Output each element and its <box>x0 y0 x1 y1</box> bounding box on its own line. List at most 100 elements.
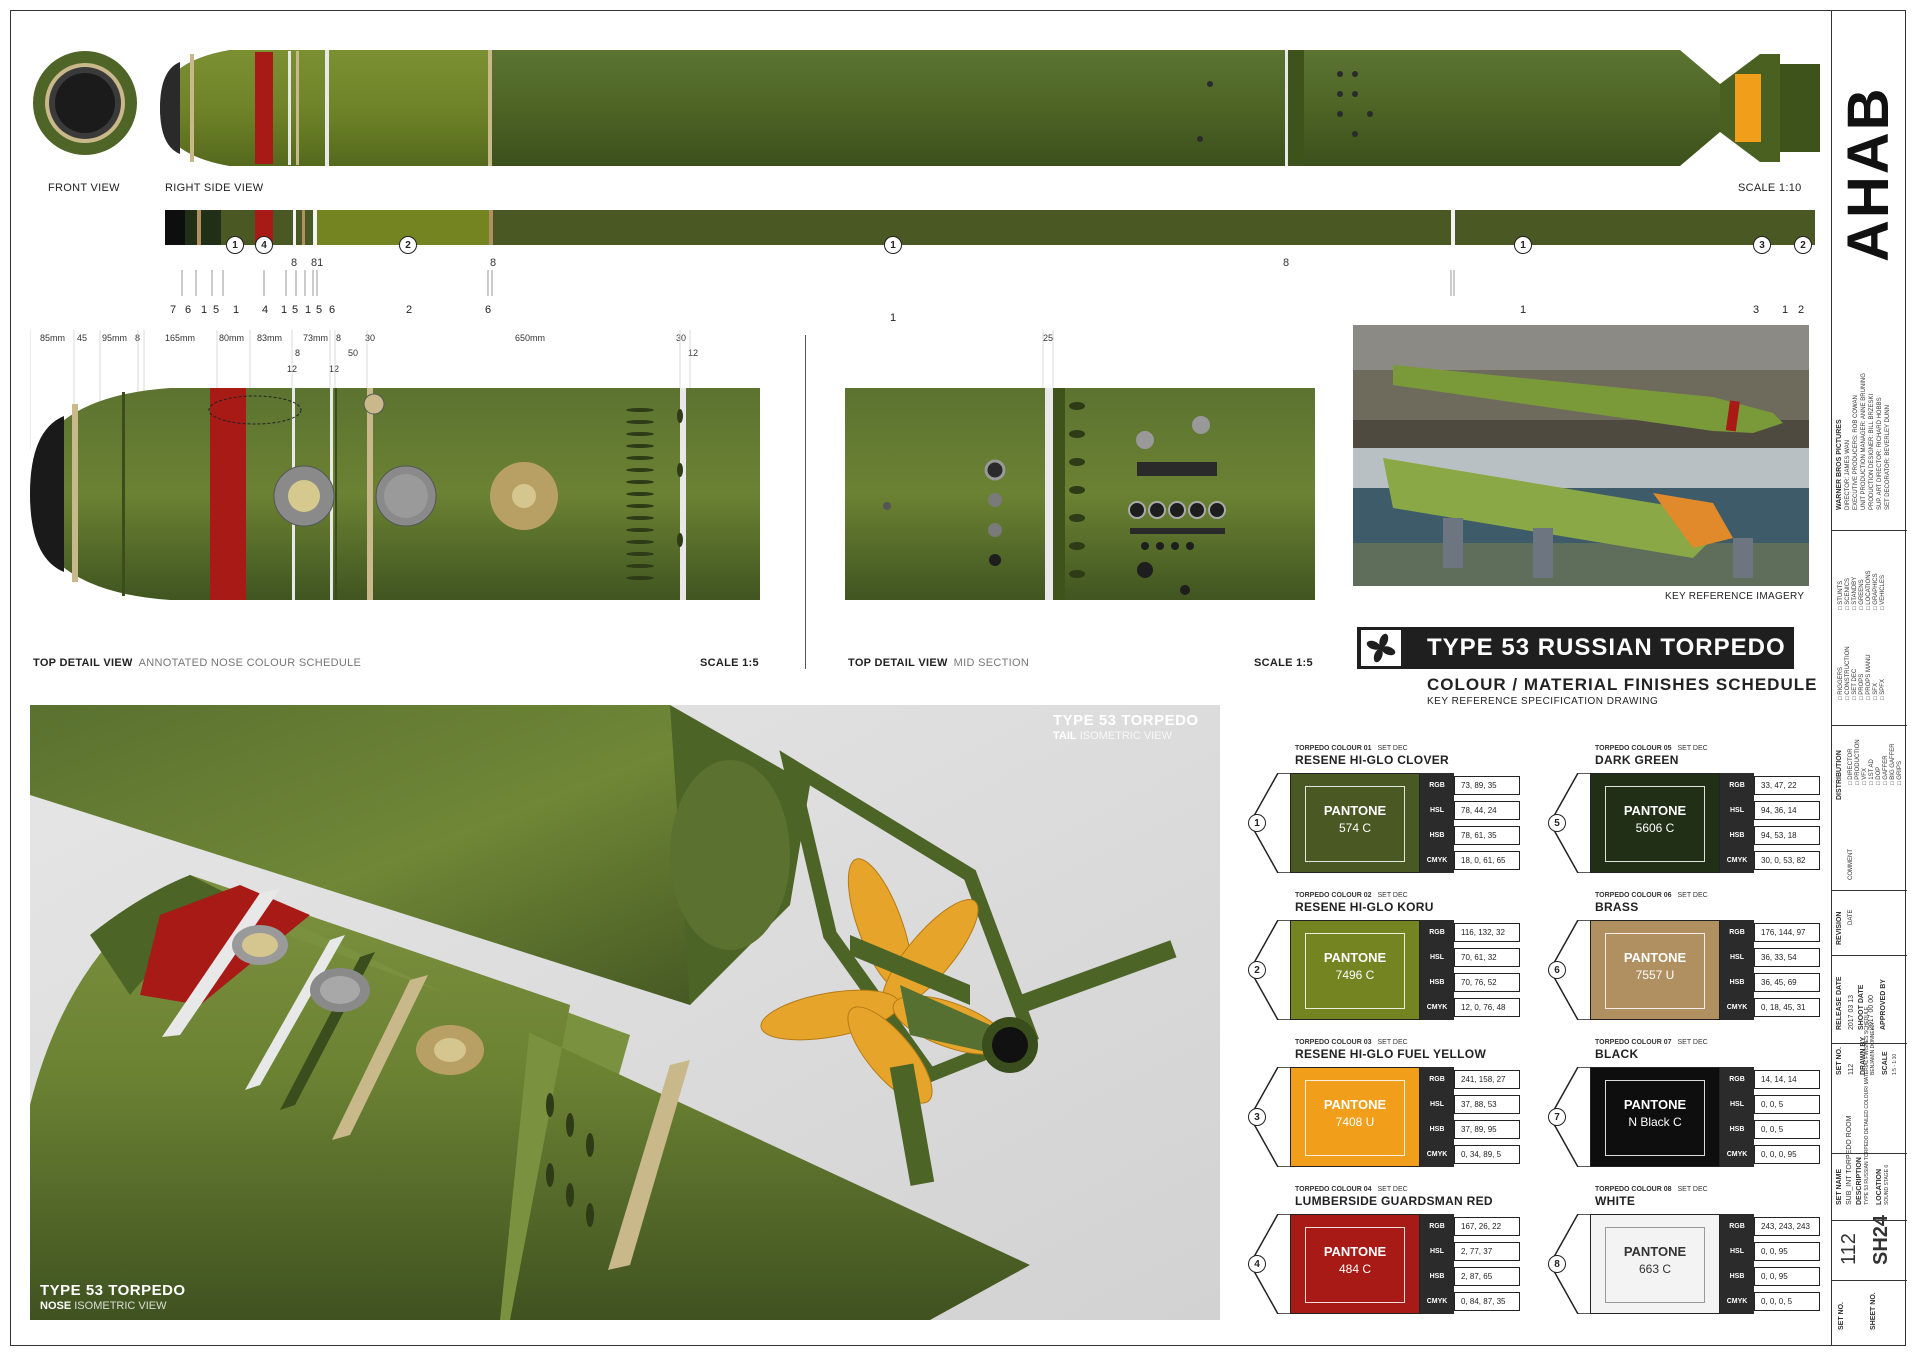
strip-bottom-code: 1 <box>1782 304 1789 316</box>
release-date-label: RELEASE DATE <box>1836 976 1843 1030</box>
propeller-logo-icon <box>1361 630 1401 666</box>
dim-label: 95mm <box>102 333 128 343</box>
dim-label: 165mm <box>165 333 196 343</box>
strip-bottom-code: 5 <box>292 304 299 316</box>
reference-photo-2 <box>1353 448 1809 586</box>
mid-section-subtitle: MID SECTION <box>953 657 1030 669</box>
colour-value: 70, 61, 32 <box>1454 948 1520 967</box>
dim-label: 12 <box>688 348 699 358</box>
dept-checkbox: □ SET DEC <box>1852 668 1858 700</box>
studio-name: WARNER BROS PICTURES <box>1836 419 1843 510</box>
dept-checkbox: □ PROPS <box>1859 673 1865 700</box>
strip-bottom-code: 4 <box>262 304 269 316</box>
colour-model-label: CMYK <box>1420 848 1454 873</box>
colour-value: 2, 87, 65 <box>1454 1267 1520 1286</box>
colour-model-label: RGB <box>1720 1067 1754 1092</box>
colour-value: 0, 0, 0, 95 <box>1754 1145 1820 1164</box>
section-divider <box>805 335 806 669</box>
colour-value: 36, 33, 54 <box>1754 948 1820 967</box>
comment-label: COMMENT <box>1848 849 1854 880</box>
dept-checkbox: □ BIG GAFFER <box>1890 743 1896 785</box>
colour-value: 37, 88, 53 <box>1454 1095 1520 1114</box>
colour-model-label: HSB <box>1420 1117 1454 1142</box>
tail-render-title: TYPE 53 TORPEDO <box>1053 712 1199 729</box>
strip-callout: 4 <box>255 236 273 254</box>
colour-model-label: HSL <box>1420 1239 1454 1264</box>
dept-checkbox: □ SPFX <box>1880 679 1886 700</box>
dept-checkbox: □ GRAPHICS <box>1873 573 1879 610</box>
colour-value: 176, 144, 97 <box>1754 923 1820 942</box>
strip-callout: 1 <box>884 236 902 254</box>
set-no-large: 112 <box>1838 1233 1860 1265</box>
strip-code: 8 <box>490 257 497 269</box>
pantone-label: PANTONE <box>1623 1097 1687 1112</box>
strip-bottom-code: 7 <box>170 304 177 316</box>
pantone-code: 5606 C <box>1635 821 1675 835</box>
pantone-code: 574 C <box>1338 821 1372 835</box>
dept-checkbox: □ 1ST AD <box>1869 759 1875 785</box>
credit-line: PRODUCTION DESIGNER: BILL BRZESKI <box>1869 393 1875 510</box>
swatch-number: 7 <box>1548 1108 1566 1126</box>
colour-value: 18, 0, 61, 65 <box>1454 851 1520 870</box>
credit-line: DIRECTOR: JAMES WAN <box>1845 439 1851 510</box>
subtitle: COLOUR / MATERIAL FINISHES SCHEDULE <box>1427 675 1818 694</box>
strip-callout: 3 <box>1753 236 1771 254</box>
mid-section-title: TOP DETAIL VIEW <box>848 657 948 669</box>
drawing-frame <box>10 10 1906 1346</box>
nose-render-subtitle: NOSE ISOMETRIC VIEW <box>40 1300 167 1312</box>
colour-model-label: CMYK <box>1720 1142 1754 1167</box>
dept-checkbox: □ GRIPS <box>1897 761 1903 785</box>
colour-value: 167, 26, 22 <box>1454 1217 1520 1236</box>
spec-subtitle: KEY REFERENCE SPECIFICATION DRAWING <box>1427 696 1659 707</box>
strip-leader-lines <box>181 270 1455 296</box>
dept-checkbox: □ RIGGERS <box>1838 667 1844 700</box>
pantone-label: PANTONE <box>1623 950 1687 965</box>
revision-label: REVISION <box>1836 911 1843 945</box>
colour-model-label: HSB <box>1720 1264 1754 1289</box>
colour-value: 94, 36, 14 <box>1754 801 1820 820</box>
dim-label: 83mm <box>257 333 283 343</box>
strip-lower-one: 1 <box>1520 304 1527 316</box>
swatch-name: DARK GREEN <box>1595 753 1679 767</box>
colour-model-label: HSL <box>1420 798 1454 823</box>
swatch-number: 8 <box>1548 1255 1566 1273</box>
colour-value: 12, 0, 76, 48 <box>1454 998 1520 1017</box>
strip-code: 81 <box>311 257 324 269</box>
pantone-label: PANTONE <box>1323 1244 1387 1259</box>
colour-value: 0, 18, 45, 31 <box>1754 998 1820 1017</box>
strip-bottom-code: 1 <box>201 304 208 316</box>
colour-model-label: RGB <box>1720 1214 1754 1239</box>
dept-checkbox: □ DOP <box>1876 766 1882 785</box>
strip-bottom-code: 6 <box>485 304 492 316</box>
strip-bottom-code: 1 <box>281 304 288 316</box>
colour-value: 36, 45, 69 <box>1754 973 1820 992</box>
colour-model-label: CMYK <box>1720 995 1754 1020</box>
swatch-number: 5 <box>1548 814 1566 832</box>
isometric-render <box>30 705 1220 1320</box>
sheet-no-large: SH24 <box>1870 1214 1892 1265</box>
colour-model-label: HSL <box>1720 798 1754 823</box>
strip-bottom-code: 5 <box>316 304 323 316</box>
